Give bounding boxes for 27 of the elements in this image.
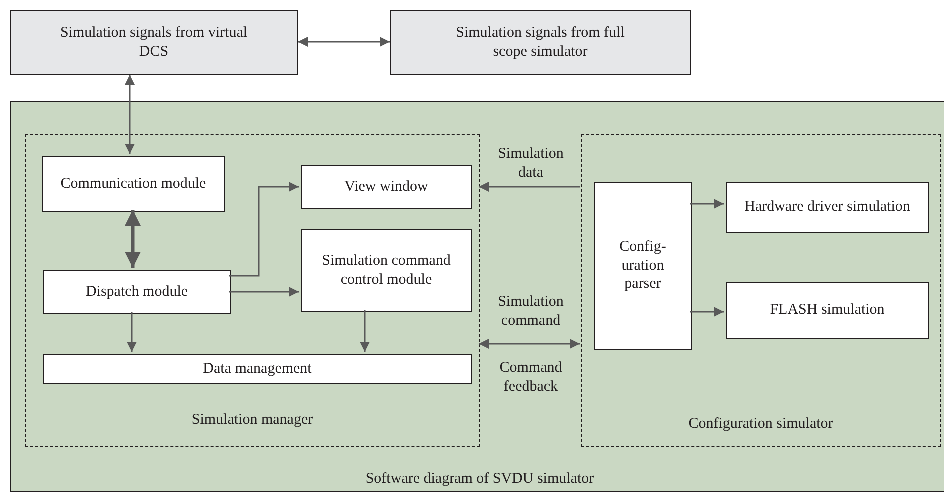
group-label: Configuration simulator [688,415,834,434]
arrow [479,182,580,192]
group-frame [581,134,941,447]
arrow [229,287,299,297]
module-box: Data management [43,354,472,384]
signal-box: Simulation signals from full scope simulator [390,10,691,75]
module-box: FLASH simulation [726,282,929,339]
arrow [298,37,390,47]
arrow [125,210,141,268]
arrow [479,339,580,349]
arrow [360,310,370,352]
arrow [127,312,137,352]
software-panel [10,101,944,492]
module-box: Hardware driver simulation [726,182,929,233]
group-label: Software diagram of SVDU simulator [364,470,596,489]
module-box: View window [301,165,472,209]
module-box: Simulation command control module [301,229,472,312]
arrow [690,307,724,317]
group-frame [25,134,480,447]
group-label: Simulation manager [190,411,314,430]
module-box: Config- uration parser [594,182,692,350]
signal-box: Simulation signals from virtual DCS [10,10,298,75]
arrow [229,182,299,277]
module-box: Communication module [42,156,225,212]
arrow [690,199,724,209]
arrow [125,75,135,154]
module-box: Dispatch module [43,270,231,314]
